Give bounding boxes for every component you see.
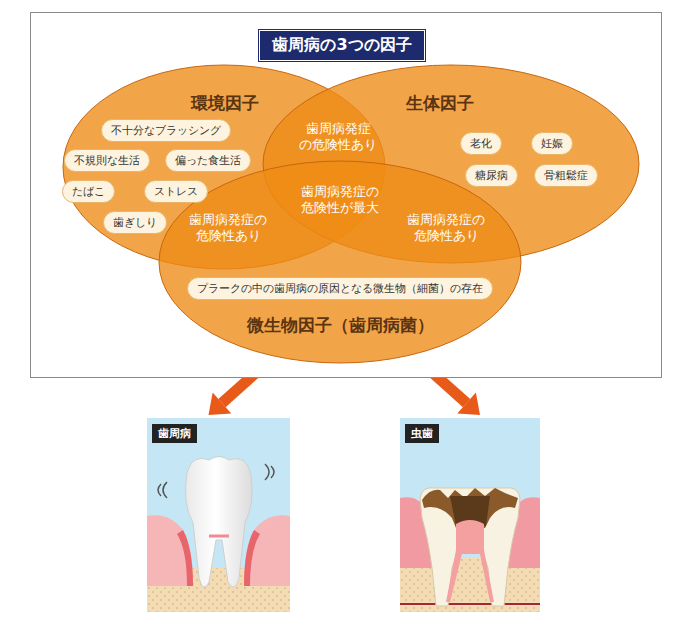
factor-pill: ストレス <box>144 180 208 203</box>
factor-heading: 生体因子 <box>406 92 474 115</box>
arrow-shaft <box>434 374 467 403</box>
panel-label: 虫歯 <box>405 424 439 443</box>
overlap-label: 歯周病発症の 危険性あり <box>398 212 494 243</box>
pill-text: 骨粗鬆症 <box>544 169 588 182</box>
factor-pill: 歯ぎしり <box>103 211 167 234</box>
caries-illustration <box>400 418 540 612</box>
pill-text: 不十分なブラッシング <box>111 124 221 137</box>
illustration-panel: 歯周病 <box>147 418 290 612</box>
factor-pill: たばこ <box>62 180 115 203</box>
factor-pill: 妊娠 <box>531 132 573 155</box>
pill-text: 不規則な生活 <box>74 154 140 167</box>
factor-heading: 微生物因子（歯周病菌） <box>247 314 434 337</box>
ellipse-outline <box>159 161 521 363</box>
pill-text: ストレス <box>154 185 198 198</box>
pill-text: 老化 <box>470 137 492 150</box>
arrow-head <box>209 393 232 415</box>
arrow-shaft <box>222 374 255 403</box>
overlap-label: 歯周病発症の 危険性あり <box>180 212 276 243</box>
factor-pill: 骨粗鬆症 <box>534 164 598 187</box>
illustration-panel: 虫歯 <box>400 418 540 612</box>
arrow-head <box>457 393 480 415</box>
pill-text: 歯ぎしり <box>113 216 157 229</box>
overlap-label: 歯周病発症の 危険性が最大 <box>292 184 388 215</box>
factor-pill: 不規則な生活 <box>64 149 150 172</box>
periodontal-illustration <box>147 418 290 612</box>
flow-arrow <box>434 374 480 415</box>
factor-pill: プラークの中の歯周病の原因となる微生物（細菌）の存在 <box>187 277 493 300</box>
pill-text: 糖尿病 <box>475 169 508 182</box>
factor-pill: 偏った食生活 <box>165 149 251 172</box>
factor-pill: 糖尿病 <box>465 164 518 187</box>
diagram-title: 歯周病の3つの因子 <box>259 30 424 61</box>
factor-pill: 老化 <box>460 132 502 155</box>
panel-label: 歯周病 <box>152 424 197 443</box>
overlap-label: 歯周病発症 の危険性あり <box>290 121 386 152</box>
factor-heading: 環境因子 <box>191 92 259 115</box>
pill-text: たばこ <box>72 185 105 198</box>
pill-text: 妊娠 <box>541 137 563 150</box>
pill-text: 偏った食生活 <box>175 154 241 167</box>
factor-pill: 不十分なブラッシング <box>101 119 231 142</box>
factor-panel: 歯周病の3つの因子環境因子不十分なブラッシング不規則な生活 偏った食生活たばこ スト… <box>30 12 662 378</box>
flow-arrow <box>209 374 255 415</box>
pill-text: プラークの中の歯周病の原因となる微生物（細菌）の存在 <box>197 282 483 295</box>
